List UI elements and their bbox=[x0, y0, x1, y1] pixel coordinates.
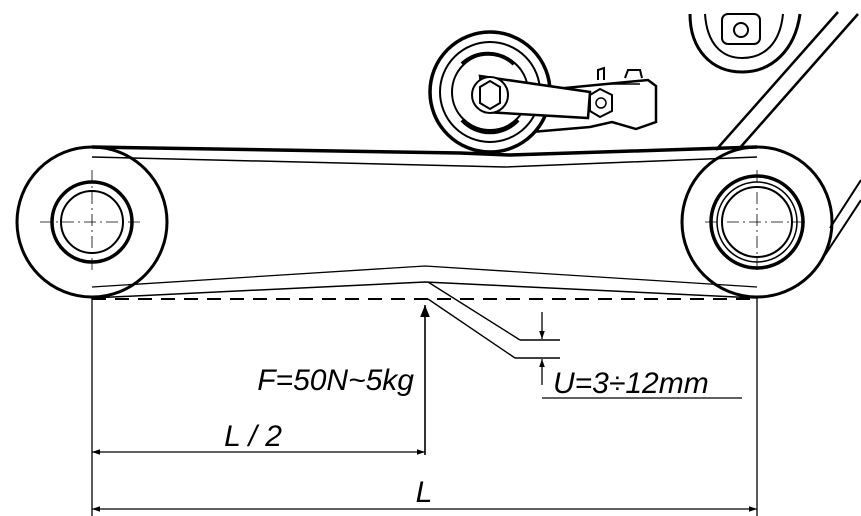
span-label: L bbox=[416, 476, 433, 509]
force-label: F=50N~5kg bbox=[257, 364, 414, 397]
extension-lines bbox=[91, 297, 758, 516]
half-span-label: L / 2 bbox=[224, 420, 282, 453]
right-pulley bbox=[680, 145, 834, 299]
tension-roller bbox=[428, 30, 658, 154]
deflection-label: U=3÷12mm bbox=[553, 367, 709, 400]
left-pulley bbox=[15, 145, 169, 299]
belt bbox=[91, 145, 758, 299]
inclined-belt-run bbox=[715, 11, 861, 256]
deflection-leader bbox=[427, 281, 560, 359]
deflection-dimension bbox=[539, 312, 742, 399]
upper-right-pulley bbox=[688, 13, 802, 74]
